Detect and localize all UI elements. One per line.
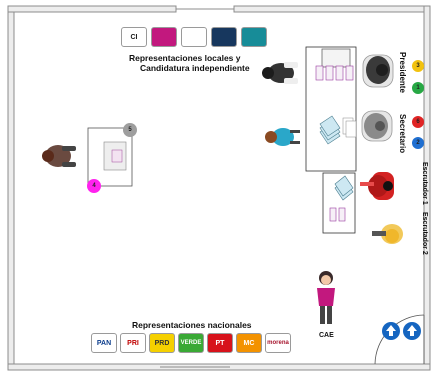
presidente-person [362,54,394,88]
cae-person [317,271,335,324]
secretario-label: Secretario [398,114,407,154]
escrutador-1-label: Escrutador 1 [421,162,428,205]
voter-person [42,145,76,167]
door-swing-arc [374,314,425,365]
secretario-person [361,110,393,142]
entry-arrows [382,322,421,340]
representative-person-2 [265,128,300,146]
escrutador-2-label: Escrutador 2 [421,212,428,255]
presidente-label: Presidente [398,52,407,93]
escrutador-2-person [372,224,403,244]
presidente-badge-green: 1 [412,82,424,94]
pri-logo: PRI [120,333,146,353]
ballot-box-top [321,48,351,68]
secretario-badge-red: 6 [412,116,424,128]
prd-logo: PRD [149,333,175,353]
booth-badge-magenta: 4 [87,179,101,193]
mc-logo: MC [236,333,262,353]
morena-logo: morena [265,333,291,353]
representative-person-1 [262,62,298,84]
ci-logo: CI [121,27,147,47]
ballot-stack-secretario [319,115,341,145]
tally-papers-secretario [342,117,357,138]
pt-logo: PT [207,333,233,353]
navy-party-logo [211,27,237,47]
ballot-stack-escrutadores [334,175,354,201]
presidente-badge-yellow: 3 [412,60,424,72]
blue-party-logo [181,27,207,47]
escrutador-1-person [360,172,394,200]
booth-badge-gray: 5 [123,123,137,137]
local-representations-caption-2: Candidatura independiente [140,63,250,73]
wall-top-left [7,5,177,13]
ballot-papers-escrutadores [329,207,346,222]
wall-top-right [233,5,431,13]
national-representations-caption: Representaciones nacionales [132,320,252,330]
cae-label: CAE [319,332,334,339]
local-representations-caption-1: Representaciones locales y [129,53,241,63]
secretario-badge-blue: 2 [412,137,424,149]
pink-party-logo [151,27,177,47]
pvem-logo: VERDE [178,333,204,353]
wall-left [7,5,15,371]
booth-ballot [111,149,123,163]
ballot-papers-presidente [315,65,354,81]
pan-logo: PAN [91,333,117,353]
teal-party-logo [241,27,267,47]
